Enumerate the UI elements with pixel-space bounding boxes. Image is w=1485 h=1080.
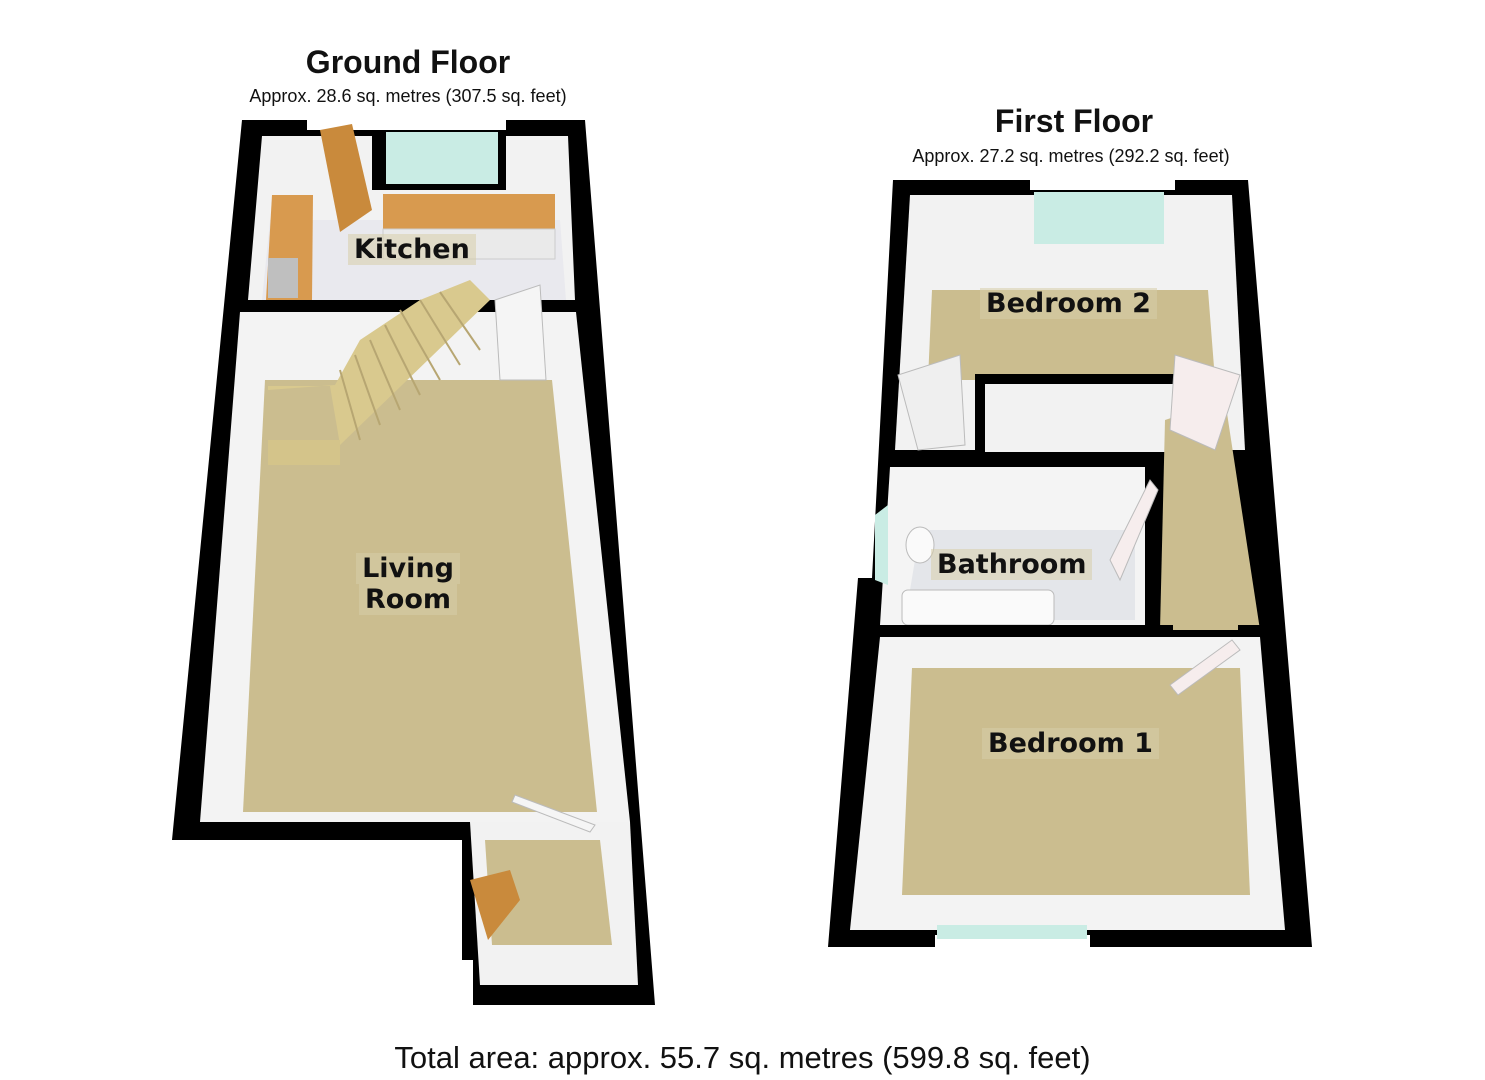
living-room-label-line2: Room [358,584,458,615]
living-room-label-line1: Living [356,553,460,584]
ground-floor-area: Approx. 28.6 sq. metres (307.5 sq. feet) [249,86,567,106]
staircase-landing [268,440,340,465]
kitchen-window [386,132,498,184]
kitchen-front-door [320,124,372,232]
bedroom2-door [897,354,966,451]
kitchen-internal-door [494,284,547,381]
landing-carpet [1160,400,1260,630]
bedroom1-label: Bedroom 1 [982,728,1159,759]
bedroom1-wall-top [868,625,1173,637]
bath-tub [901,589,1055,626]
bedroom2-window [1034,192,1164,244]
kitchen-counter-back [383,194,555,229]
ground-floor-title: Ground Floor [305,44,511,80]
bathroom-door [1109,479,1159,582]
bathroom-wall-right [1145,548,1157,628]
bedroom2-label: Bedroom 2 [980,288,1157,319]
porch-internal-door [511,794,596,833]
bathroom-label: Bathroom [931,549,1093,580]
living-room-label: Living Room [355,553,461,615]
kitchen-living-wall-right [568,300,580,312]
cupboard-wall-side [975,374,985,460]
bedroom1-wall-top-right [1238,625,1268,637]
cupboard-wall [975,374,1175,384]
kitchen-sink [268,258,298,298]
kitchen-label: Kitchen [348,234,476,265]
bedroom1-window [937,925,1087,939]
total-area: Total area: approx. 55.7 sq. metres (599… [394,1040,1091,1075]
first-floor-area: Approx. 27.2 sq. metres (292.2 sq. feet) [912,146,1230,166]
porch-front-door [470,870,520,940]
bedroom1-carpet [902,668,1250,895]
bathroom-window [875,505,888,585]
bedroom1-door [1169,639,1241,696]
toilet [905,526,935,564]
cupboard-door [1169,354,1241,451]
bathroom-wall-top [880,455,1152,467]
cupboard-interior [985,384,1165,452]
porch-floor [485,840,612,945]
first-floor-title: First Floor [994,103,1154,139]
stair-treads [339,291,481,441]
